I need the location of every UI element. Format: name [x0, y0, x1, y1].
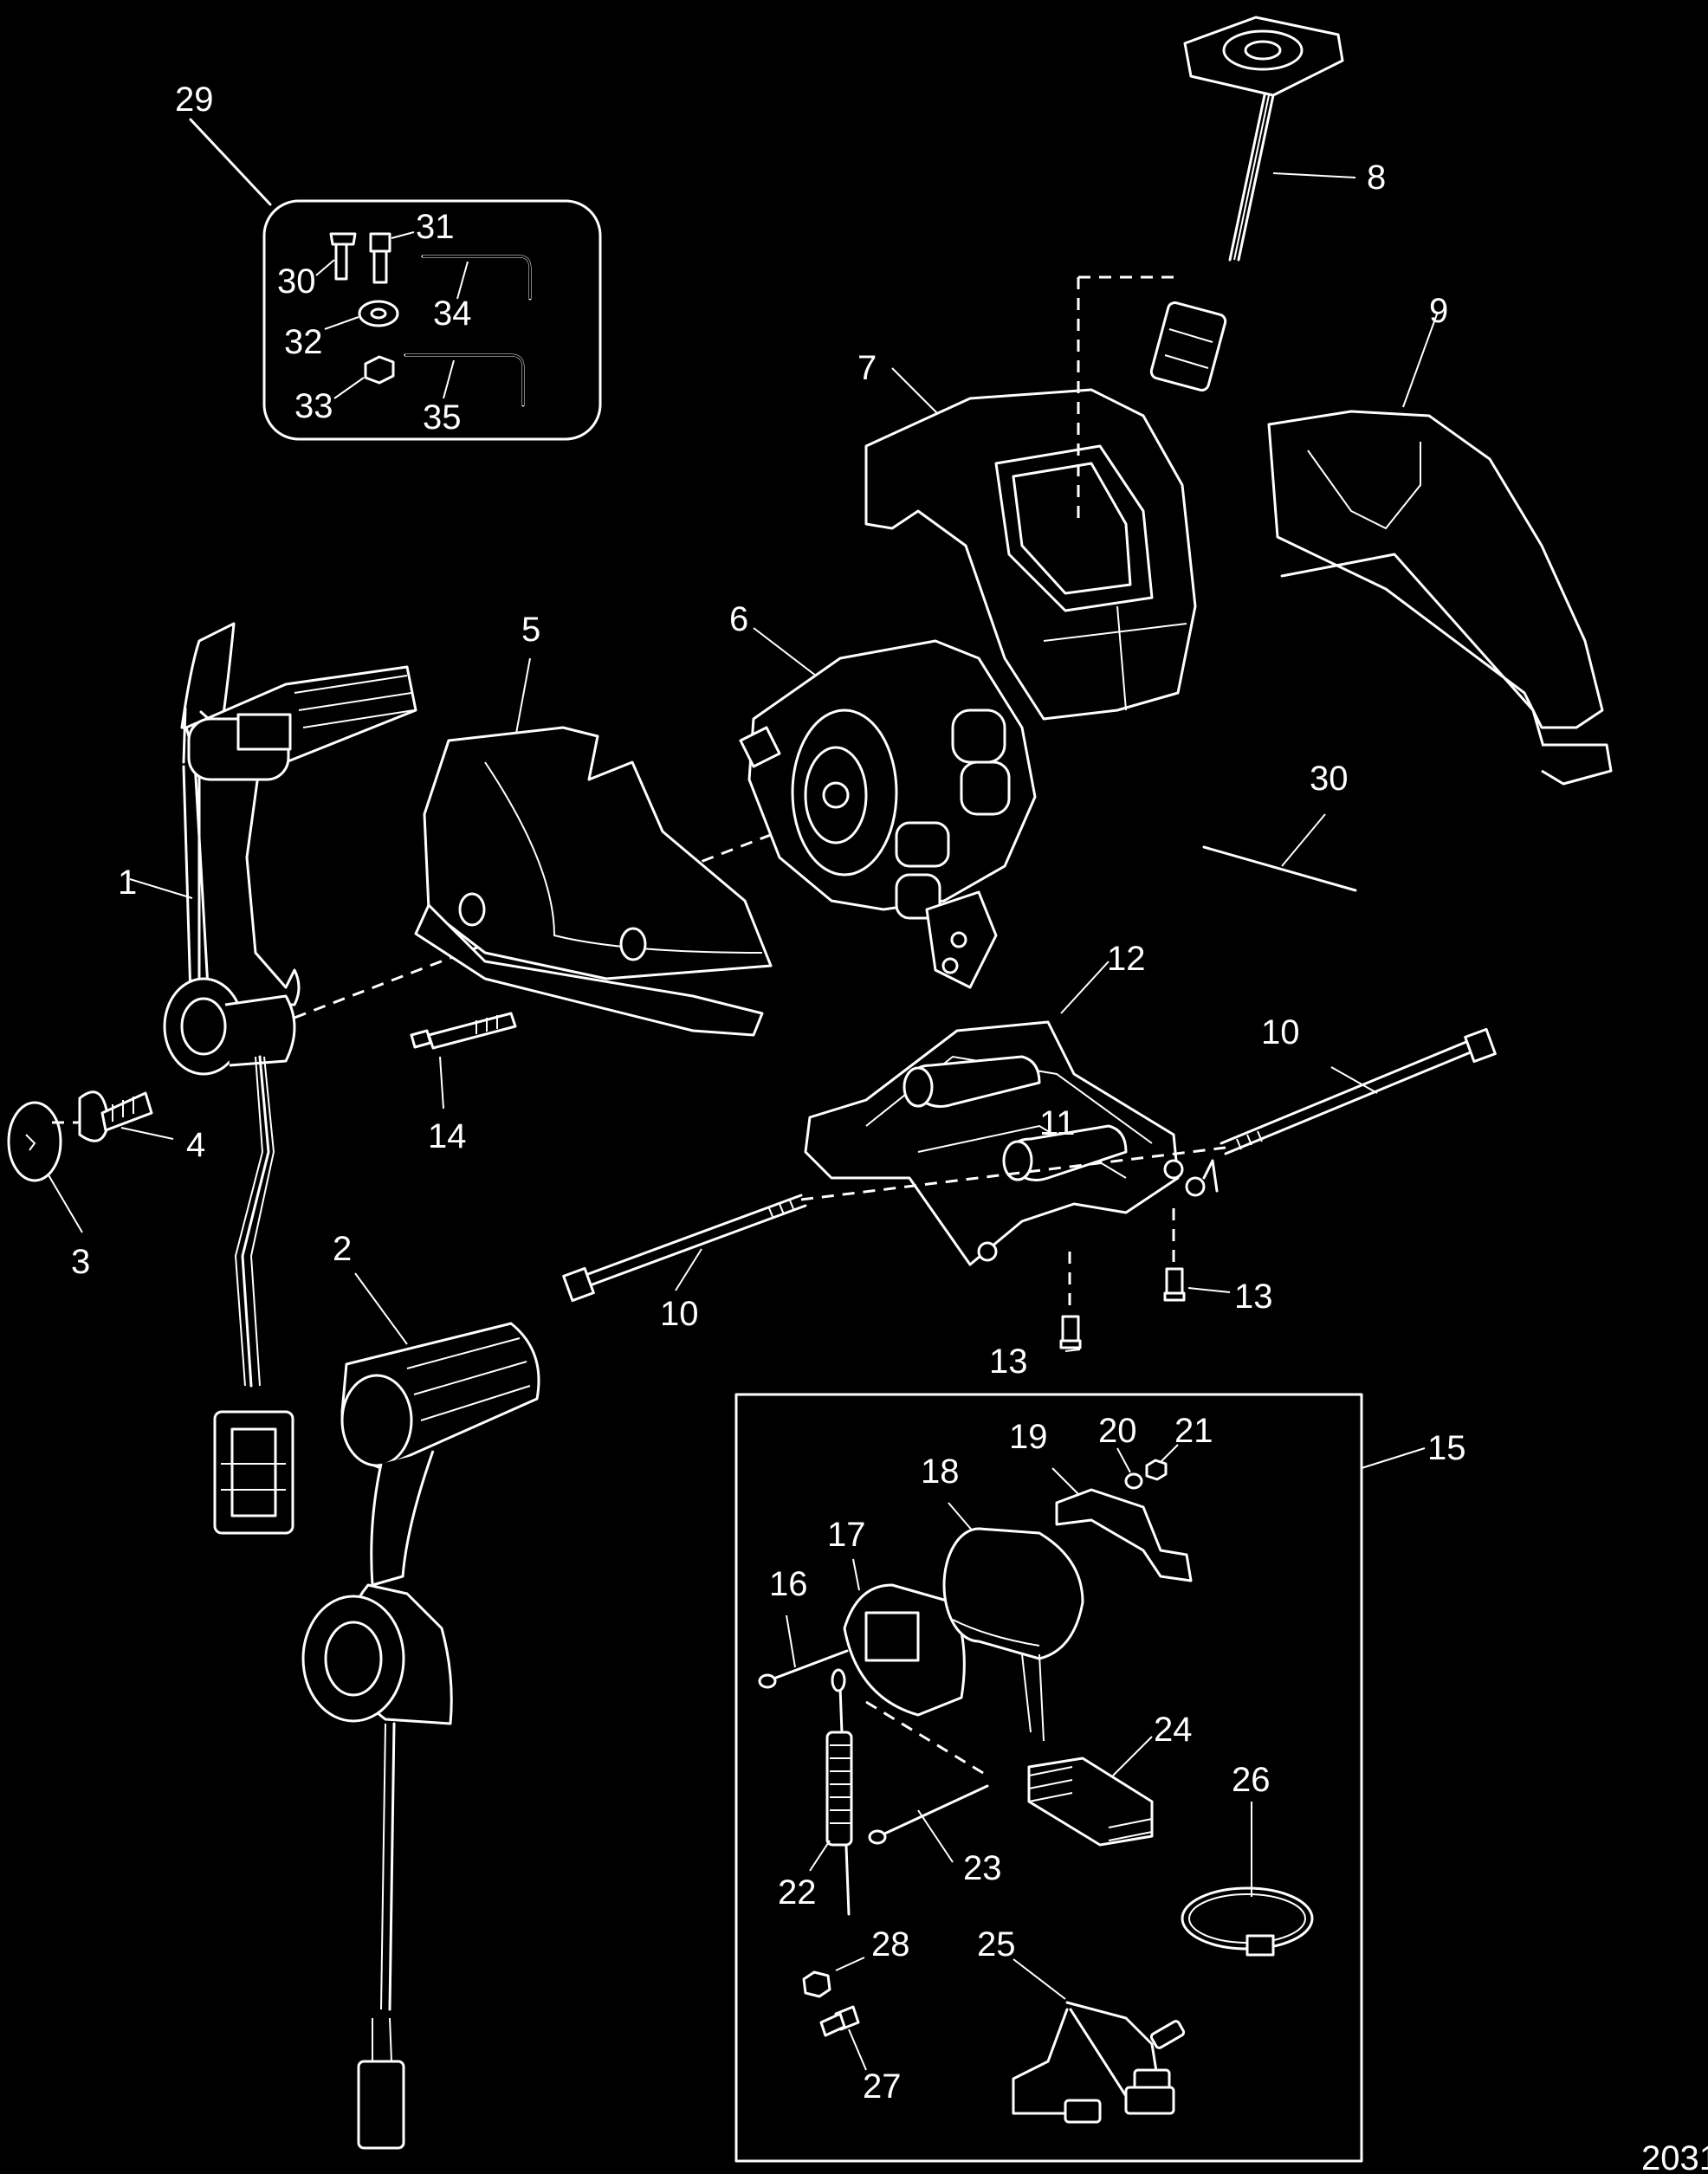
figure-id: 20313 [1641, 2139, 1708, 2174]
shift-module-part-6 [739, 627, 1037, 989]
callout-18: 18 [921, 1453, 960, 1491]
callout-2: 2 [333, 1230, 352, 1268]
callout-30-kit: 30 [277, 262, 316, 301]
callout-25: 25 [977, 1925, 1016, 1964]
front-cover-part-7 [864, 367, 1197, 721]
pin-part-30 [1202, 813, 1357, 892]
callout-11: 11 [1039, 1104, 1076, 1142]
callout-20: 20 [1098, 1412, 1137, 1450]
callout-5: 5 [521, 611, 540, 649]
callout-34: 34 [433, 294, 472, 333]
lever-part-2 [301, 1272, 540, 2150]
callout-33: 33 [294, 387, 333, 425]
callout-24: 24 [1154, 1711, 1193, 1749]
callout-1: 1 [118, 864, 137, 902]
callout-13-right: 13 [1234, 1278, 1273, 1316]
callout-7: 7 [857, 349, 877, 387]
control-handle-part-1 [129, 622, 417, 1535]
hardware-kit-box [189, 118, 602, 441]
long-bolts-part-10 [562, 1027, 1497, 1303]
callout-6: 6 [729, 600, 748, 638]
callout-19: 19 [1009, 1418, 1048, 1456]
callout-31: 31 [416, 208, 455, 246]
switch-harness-part-8 [1077, 16, 1356, 520]
base-plate-part-12 [804, 961, 1219, 1266]
callout-13-left: 13 [989, 1343, 1028, 1381]
callout-16: 16 [769, 1565, 808, 1603]
callout-14: 14 [428, 1117, 467, 1155]
callout-15: 15 [1427, 1429, 1466, 1467]
cap-and-screw-parts-3-4 [7, 1090, 174, 1233]
screws-part-13 [1059, 1208, 1231, 1352]
callout-3: 3 [71, 1243, 90, 1281]
side-cover-part-5 [414, 657, 773, 1037]
callout-27: 27 [863, 2067, 902, 2106]
callout-28: 28 [871, 1925, 910, 1964]
callout-29: 29 [175, 81, 214, 119]
callout-22: 22 [778, 1873, 817, 1912]
callout-17: 17 [827, 1516, 866, 1554]
back-cover-part-9 [1267, 311, 1613, 786]
callout-21: 21 [1174, 1412, 1213, 1450]
callout-10-left: 10 [660, 1295, 699, 1333]
callout-9: 9 [1429, 292, 1448, 330]
callout-12: 12 [1107, 940, 1146, 978]
callout-23: 23 [963, 1849, 1002, 1887]
callout-labels: 29 31 30 34 32 33 35 8 9 7 5 6 30 1 12 1… [71, 81, 1708, 2174]
callout-4: 4 [186, 1126, 205, 1164]
callout-8: 8 [1367, 159, 1386, 197]
callout-35: 35 [423, 398, 462, 437]
callout-10-right: 10 [1261, 1013, 1300, 1051]
callout-32: 32 [284, 323, 323, 361]
repair-kit-box [734, 1393, 1426, 2163]
callout-26: 26 [1232, 1761, 1271, 1799]
bolt-part-14 [410, 1012, 517, 1110]
callout-30-pin: 30 [1310, 760, 1349, 798]
